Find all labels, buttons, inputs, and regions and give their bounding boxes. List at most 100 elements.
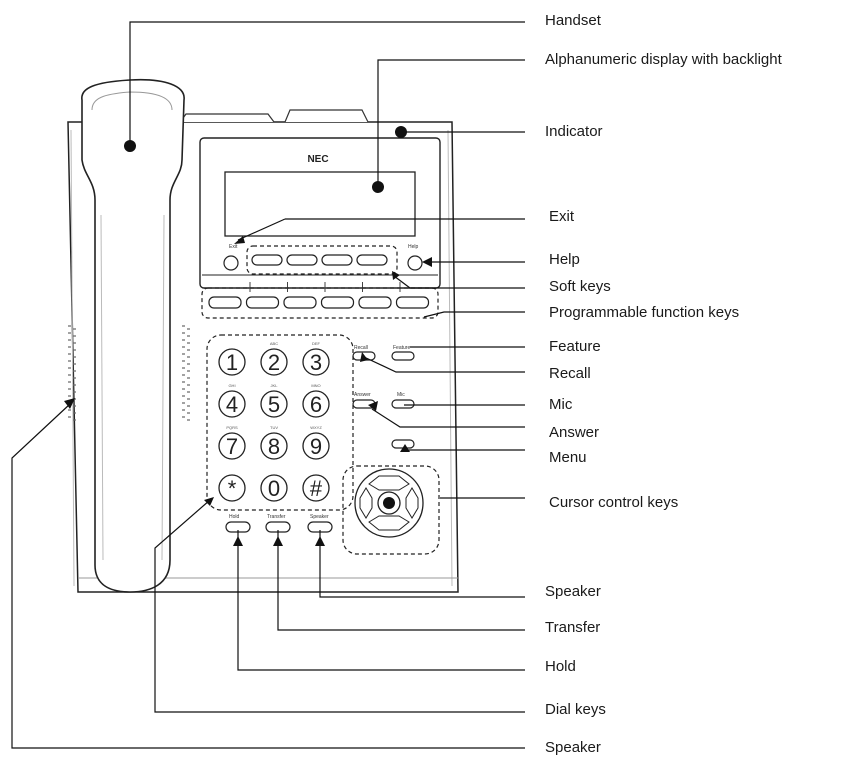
svg-text:Transfer: Transfer <box>267 514 286 520</box>
svg-text:Answer: Answer <box>354 392 371 398</box>
label-answer: Answer <box>549 424 600 441</box>
dial-key-letters: GHI <box>228 383 235 388</box>
speaker-grille-right <box>182 325 190 421</box>
label-feature: Feature <box>549 338 601 355</box>
dial-keys-outline <box>206 334 354 511</box>
dial-key-letters: ABC <box>270 341 278 346</box>
programmable-function-key[interactable] <box>208 296 242 309</box>
dial-key-digit: 4 <box>226 392 238 417</box>
dial-key-ring <box>218 432 246 460</box>
dial-key-letters: JKL <box>271 383 279 388</box>
label-transfer: Transfer <box>545 619 601 636</box>
svg-text:Mic: Mic <box>397 392 405 398</box>
handset <box>81 78 185 593</box>
lcd-display <box>224 171 416 237</box>
label-cursor-control-keys: Cursor control keys <box>549 494 679 511</box>
speaker-grille-left <box>68 325 76 421</box>
dial-key-letters: PQRS <box>226 425 238 430</box>
menu-key[interactable] <box>391 439 415 449</box>
exit-key[interactable]: Exit <box>223 244 239 271</box>
programmable-function-key[interactable] <box>320 296 355 309</box>
svg-text:Feature: Feature <box>393 345 410 351</box>
dial-key-ring <box>302 348 330 376</box>
label-exit: Exit <box>549 208 575 225</box>
dial-key-ring <box>302 390 330 418</box>
dial-key-4[interactable]: 4 GHI <box>218 383 246 418</box>
soft-key[interactable] <box>251 254 283 266</box>
programmable-function-key[interactable] <box>395 296 430 309</box>
svg-text:Speaker: Speaker <box>310 514 329 520</box>
svg-text:Recall: Recall <box>354 345 368 351</box>
label-programmable-function-keys: Programmable function keys <box>549 304 740 321</box>
help-key[interactable]: Help <box>407 244 423 271</box>
dial-key-1[interactable]: 1 <box>218 348 246 376</box>
cursor-keys-outline <box>342 465 440 555</box>
mic-key[interactable]: Mic <box>391 392 415 409</box>
dial-key-ring <box>260 390 288 418</box>
label-indicator: Indicator <box>545 123 603 140</box>
dial-key-ring <box>302 474 330 502</box>
dial-key-digit: 0 <box>268 476 280 501</box>
dial-key-ring <box>260 432 288 460</box>
dial-key-5[interactable]: 5 JKL <box>260 383 288 418</box>
label-help: Help <box>549 251 580 268</box>
dial-key-0[interactable]: 0 <box>260 474 288 502</box>
dial-key-digit: 5 <box>268 392 280 417</box>
dial-key-star[interactable]: * <box>218 474 246 502</box>
dial-key-digit: 6 <box>310 392 322 417</box>
dial-key-digit: 9 <box>310 434 322 459</box>
dial-key-ring <box>218 474 246 502</box>
display-panel: NEC <box>199 137 441 289</box>
label-display: Alphanumeric display with backlight <box>545 51 782 68</box>
dial-key-ring <box>260 348 288 376</box>
dial-key-7[interactable]: 7 PQRS <box>218 425 246 460</box>
dial-key-digit: * <box>228 476 237 501</box>
label-recall: Recall <box>549 365 591 382</box>
soft-keys-outline <box>246 245 398 275</box>
dial-key-digit: 3 <box>310 350 322 375</box>
dial-key-letters: TUV <box>270 425 278 430</box>
label-speaker-key: Speaker <box>545 583 601 600</box>
label-speaker: Speaker <box>545 739 601 756</box>
dial-key-8[interactable]: 8 TUV <box>260 425 288 460</box>
dial-key-digit: 1 <box>226 350 238 375</box>
programmable-function-key[interactable] <box>283 296 317 309</box>
label-dial-keys: Dial keys <box>545 701 606 718</box>
feature-key[interactable]: Feature <box>391 345 415 361</box>
programmable-function-key[interactable] <box>245 296 280 309</box>
soft-key[interactable] <box>321 254 353 266</box>
brand-logo: NEC <box>307 154 328 165</box>
dial-key-ring <box>260 474 288 502</box>
programmable-function-keys <box>208 282 430 309</box>
dial-key-9[interactable]: 9 WXYZ <box>302 425 330 460</box>
soft-keys <box>251 254 388 266</box>
dial-key-hash[interactable]: # <box>302 474 330 502</box>
dial-key-digit: 2 <box>268 350 280 375</box>
speaker-key[interactable]: Speaker <box>307 514 333 533</box>
dial-key-digit: 7 <box>226 434 238 459</box>
dial-key-letters: WXYZ <box>310 425 322 430</box>
programmable-function-key[interactable] <box>358 296 392 309</box>
dial-key-ring <box>218 348 246 376</box>
dial-key-digit: 8 <box>268 434 280 459</box>
dial-key-6[interactable]: 6 MNO <box>302 383 330 418</box>
leader-lines <box>11 21 525 749</box>
label-menu: Menu <box>549 449 587 466</box>
dial-key-ring <box>302 432 330 460</box>
label-handset: Handset <box>545 12 601 29</box>
dial-key-digit: # <box>310 476 323 501</box>
leader-markers <box>64 126 432 546</box>
svg-text:Hold: Hold <box>229 514 240 520</box>
dial-key-2[interactable]: 2 ABC <box>260 341 288 376</box>
dial-key-ring <box>218 390 246 418</box>
label-hold: Hold <box>545 658 576 675</box>
soft-key[interactable] <box>286 254 318 266</box>
soft-key[interactable] <box>356 254 388 266</box>
label-mic: Mic <box>549 396 573 413</box>
dial-key-letters: MNO <box>311 383 320 388</box>
svg-text:Help: Help <box>408 244 419 250</box>
